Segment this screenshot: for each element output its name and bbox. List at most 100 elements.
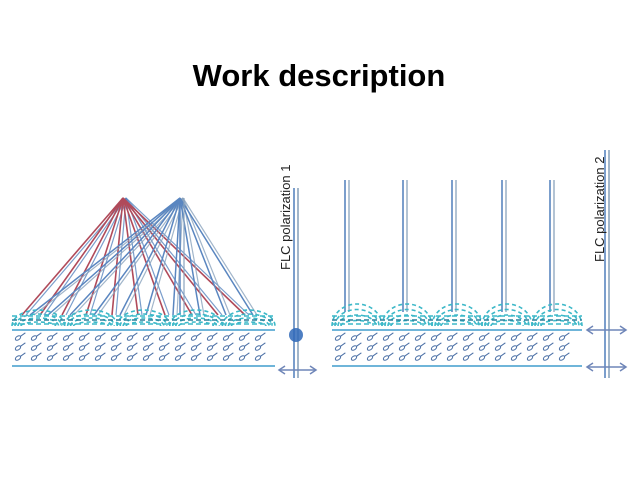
lc-molecule xyxy=(414,332,426,341)
lc-molecule xyxy=(94,352,106,361)
molecule-tail xyxy=(372,342,378,347)
molecule-tail xyxy=(548,352,554,357)
molecule-tail xyxy=(68,342,74,347)
lens-element xyxy=(534,308,580,327)
lc-molecule xyxy=(366,352,378,361)
lc-molecule xyxy=(62,342,74,351)
lens-element xyxy=(484,308,530,327)
molecule-tail xyxy=(212,352,218,357)
light-ray xyxy=(69,197,181,316)
molecule-tail xyxy=(452,332,458,337)
lc-molecule xyxy=(14,342,26,351)
lc-molecule xyxy=(174,352,186,361)
lens-element xyxy=(434,308,480,327)
molecule-tail xyxy=(180,332,186,337)
lc-molecule xyxy=(334,342,346,351)
molecule-tail xyxy=(420,332,426,337)
right-polarization-indicator: FLC polarization 2 xyxy=(585,150,628,378)
molecule-tail xyxy=(484,342,490,347)
lc-molecule xyxy=(398,332,410,341)
lens-element xyxy=(72,321,109,327)
molecule-tail xyxy=(228,332,234,337)
molecule-tail xyxy=(340,342,346,347)
molecule-tail xyxy=(36,352,42,357)
lc-molecule xyxy=(382,332,394,341)
lc-molecule xyxy=(46,332,58,341)
molecule-tail xyxy=(164,332,170,337)
lens-element xyxy=(63,309,118,327)
lc-molecule xyxy=(510,332,522,341)
lc-molecule xyxy=(398,342,410,351)
molecule-tail xyxy=(548,332,554,337)
molecule-tail xyxy=(500,332,506,337)
lens-element xyxy=(487,314,527,327)
molecule-tail xyxy=(436,332,442,337)
molecule-tail xyxy=(244,332,250,337)
molecule-tail xyxy=(516,332,522,337)
molecule-tail xyxy=(164,342,170,347)
lc-molecule xyxy=(542,332,554,341)
molecule-tail xyxy=(148,352,154,357)
lc-molecule xyxy=(206,352,218,361)
molecule-tail xyxy=(436,352,442,357)
lens-element xyxy=(381,303,433,327)
lc-molecule xyxy=(350,342,362,351)
molecule-tail xyxy=(196,332,202,337)
lc-molecule xyxy=(142,332,154,341)
molecule-tail xyxy=(52,332,58,337)
lc-molecule xyxy=(46,352,58,361)
molecule-tail xyxy=(132,332,138,337)
light-ray xyxy=(125,197,223,316)
molecule-tail xyxy=(132,352,138,357)
lens-element xyxy=(537,314,577,327)
lc-molecule xyxy=(190,342,202,351)
light-ray xyxy=(182,197,231,316)
lc-molecule xyxy=(526,332,538,341)
lc-molecule xyxy=(446,332,458,341)
lc-molecule xyxy=(190,332,202,341)
lc-molecule xyxy=(430,332,442,341)
light-ray xyxy=(122,197,166,316)
lc-molecule xyxy=(254,332,266,341)
lc-molecule xyxy=(238,332,250,341)
lc-molecule xyxy=(126,352,138,361)
light-ray xyxy=(172,197,181,316)
flc-polarization-2-label: FLC polarization 2 xyxy=(592,157,607,263)
molecule-tail xyxy=(260,352,266,357)
molecule-tail xyxy=(36,332,42,337)
lc-molecule xyxy=(110,342,122,351)
lens-element xyxy=(175,317,218,327)
lc-molecule xyxy=(430,342,442,351)
lc-molecule xyxy=(238,342,250,351)
lc-molecule xyxy=(398,352,410,361)
lc-molecule xyxy=(366,342,378,351)
molecule-tail xyxy=(452,342,458,347)
right-panel xyxy=(331,180,583,367)
left-light-rays xyxy=(21,197,258,316)
molecule-tail xyxy=(212,332,218,337)
lens-element xyxy=(66,313,115,327)
lc-molecule xyxy=(206,332,218,341)
light-ray xyxy=(125,197,250,316)
lens-element xyxy=(437,314,477,327)
left-molecule-layer xyxy=(14,332,266,361)
left-lc-layer xyxy=(12,315,275,325)
molecule-tail xyxy=(84,342,90,347)
molecule-tail xyxy=(52,342,58,347)
molecule-tail xyxy=(484,352,490,357)
lc-molecule xyxy=(478,332,490,341)
lc-molecule xyxy=(110,352,122,361)
double-arrow-icon xyxy=(277,365,318,375)
lc-molecule xyxy=(510,342,522,351)
molecule-tail xyxy=(372,352,378,357)
molecule-tail xyxy=(36,342,42,347)
light-ray xyxy=(145,197,181,316)
lc-molecule xyxy=(14,332,26,341)
lc-molecule xyxy=(462,332,474,341)
molecule-tail xyxy=(20,342,26,347)
lc-molecule xyxy=(494,352,506,361)
molecule-tail xyxy=(532,352,538,357)
polarization-dot xyxy=(289,328,303,342)
molecule-tail xyxy=(404,352,410,357)
molecule-tail xyxy=(180,352,186,357)
